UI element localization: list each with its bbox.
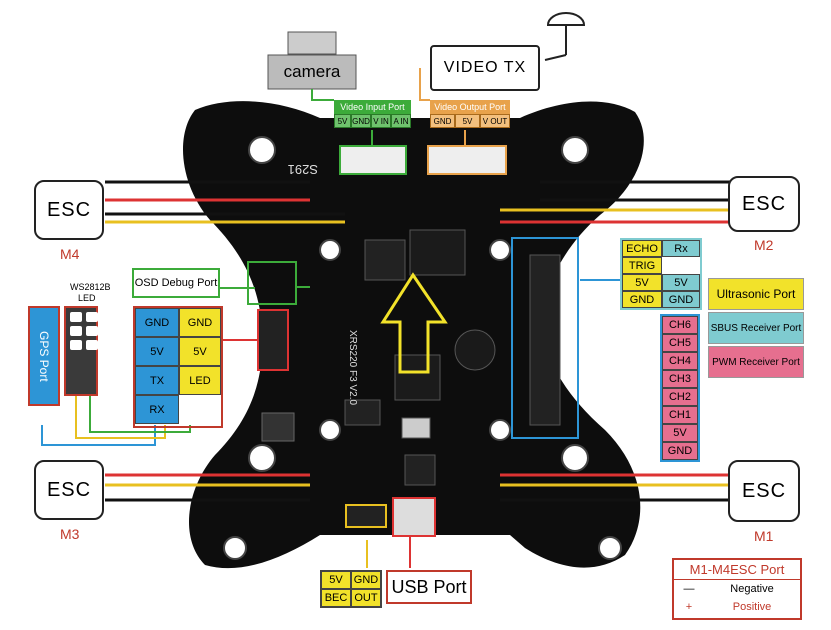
led-module xyxy=(64,306,98,396)
front-arrow xyxy=(380,272,448,374)
gps-pin: GND xyxy=(135,308,179,337)
gps-left-column: GND 5V TX RX xyxy=(135,308,179,426)
pwm-pin: CH2 xyxy=(662,388,698,406)
antenna-icon xyxy=(544,12,586,61)
esc-m2-box: ESC xyxy=(728,176,800,232)
video-output-title: Video Output Port xyxy=(430,100,510,114)
pwm-pin-column: CH6 CH5 CH4 CH3 CH2 CH1 5V GND xyxy=(660,314,700,462)
m1-label: M1 xyxy=(754,528,774,544)
pwm-pin: CH6 xyxy=(662,316,698,334)
esc-m4-box: ESC xyxy=(34,180,104,240)
led-pin: LED xyxy=(179,366,221,395)
board-chips xyxy=(261,229,496,486)
ultrasonic-pin: ECHO xyxy=(622,240,662,257)
m2-label: M2 xyxy=(754,237,774,253)
usb-port-label: USB Port xyxy=(386,570,472,604)
video-input-title: Video Input Port xyxy=(334,100,411,114)
m4-label: M4 xyxy=(60,246,80,262)
ultrasonic-pin-table: ECHO TRIG 5V GND Rx 5V GND xyxy=(620,238,702,310)
esc-port-legend: M1-M4ESC Port — Negative + Positive xyxy=(672,558,802,620)
sbus-pin: GND xyxy=(662,291,700,308)
sbus-pin: Rx xyxy=(662,240,700,257)
ultrasonic-pin: 5V xyxy=(622,274,662,291)
esc-port-title: M1-M4ESC Port xyxy=(674,560,800,580)
negative-sign: — xyxy=(683,583,695,595)
gps-pin: RX xyxy=(135,395,179,424)
ultrasonic-pin: GND xyxy=(622,291,662,308)
connector-lines xyxy=(41,68,620,568)
bec-label: BEC xyxy=(321,589,351,607)
board-model-text: XRS220 F3 V2.0 xyxy=(347,330,358,405)
esc-wires xyxy=(105,180,730,502)
board-body xyxy=(183,101,644,569)
led-module-pads xyxy=(66,308,98,354)
positive-label: Positive xyxy=(732,601,772,613)
sbus-pin: 5V xyxy=(662,274,700,291)
video-input-pin: 5V xyxy=(334,114,351,128)
video-output-pin: 5V xyxy=(455,114,480,128)
video-output-connector xyxy=(427,145,507,175)
gps-right-column: GND 5V LED xyxy=(179,308,221,426)
video-output-pin: V OUT xyxy=(480,114,510,128)
video-input-pin: GND xyxy=(351,114,371,128)
video-input-pin: A IN xyxy=(391,114,411,128)
legend-sbus: SBUS Receiver Port xyxy=(708,312,804,344)
gps-pin: 5V xyxy=(135,337,179,366)
esc-m3-box: ESC xyxy=(34,460,104,520)
gps-pin: TX xyxy=(135,366,179,395)
pwm-pin: CH3 xyxy=(662,370,698,388)
negative-label: Negative xyxy=(730,583,774,595)
video-input-connector xyxy=(339,145,407,175)
video-input-port: Video Input Port 5V GND V IN A IN xyxy=(334,100,411,128)
m3-label: M3 xyxy=(60,526,80,542)
pwm-pin: 5V xyxy=(662,424,698,442)
led-pin: 5V xyxy=(179,337,221,366)
legend-pwm: PWM Receiver Port xyxy=(708,346,804,378)
pin-headers xyxy=(247,237,579,537)
gps-pin-table: GND 5V TX RX GND 5V LED xyxy=(133,306,223,428)
bec-pin: GND xyxy=(351,571,381,589)
board-silk-text: S291 xyxy=(288,162,318,177)
pwm-pin: CH1 xyxy=(662,406,698,424)
positive-sign: + xyxy=(685,601,693,613)
legend-ultrasonic: Ultrasonic Port xyxy=(708,278,804,310)
esc-m1-box: ESC xyxy=(728,460,800,522)
pwm-pin: CH5 xyxy=(662,334,698,352)
bec-pin: 5V xyxy=(321,571,351,589)
gps-port-label: GPS Port xyxy=(28,306,60,406)
osd-debug-port-label: OSD Debug Port xyxy=(132,268,220,298)
video-tx-box: VIDEO TX xyxy=(430,45,540,91)
led-title: LED xyxy=(78,293,96,303)
ws2812b-title: WS2812B xyxy=(70,282,111,292)
pwm-pin: GND xyxy=(662,442,698,460)
bec-label: OUT xyxy=(351,589,381,607)
mounting-holes xyxy=(223,136,622,560)
ultrasonic-pin: TRIG xyxy=(622,257,662,274)
camera-icon xyxy=(267,31,357,90)
video-output-pin: GND xyxy=(430,114,455,128)
pwm-pin: CH4 xyxy=(662,352,698,370)
bec-out-table: 5V GND BEC OUT xyxy=(320,570,382,608)
led-pin: GND xyxy=(179,308,221,337)
video-input-pin: V IN xyxy=(371,114,391,128)
video-output-port: Video Output Port GND 5V V OUT xyxy=(430,100,510,128)
camera-label: camera xyxy=(283,62,341,81)
